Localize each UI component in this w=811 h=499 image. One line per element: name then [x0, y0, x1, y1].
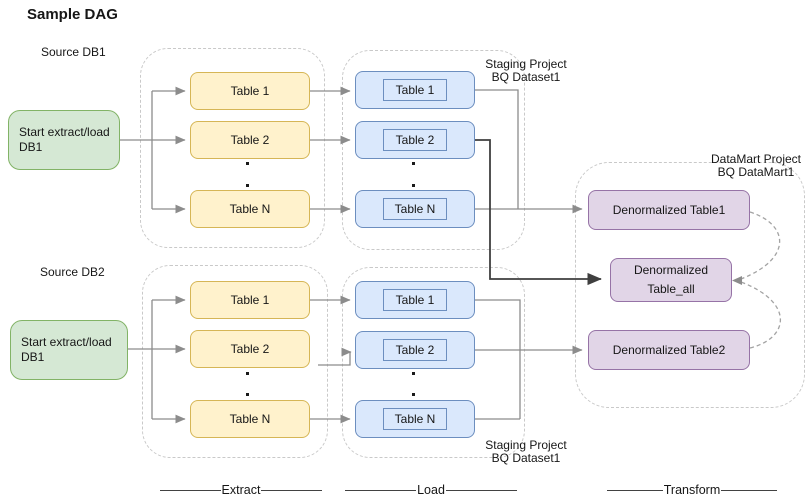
load-db1-container: [342, 50, 525, 250]
load-db2-table2-inner: Table 2: [383, 339, 447, 361]
stage-extract-label: Extract: [221, 483, 261, 497]
datamart-project-label: DataMart Project BQ DataMart1: [698, 153, 811, 179]
staging-top-line1: Staging Project: [485, 57, 567, 71]
datamart-container: [575, 162, 805, 408]
load-db1-table1-node: Table 1: [355, 71, 475, 109]
denormalized-table2-node: Denormalized Table2: [588, 330, 750, 370]
ellipsis-dot: [246, 162, 249, 165]
diagram-title: Sample DAG: [27, 6, 118, 23]
load-db2-table2-node: Table 2: [355, 331, 475, 369]
extract-db1-table1-node: Table 1: [190, 72, 310, 110]
extract-db1-table2-node: Table 2: [190, 121, 310, 159]
stage-line: [345, 489, 417, 491]
staging-bottom-line1: Staging Project: [485, 438, 567, 452]
stage-load-label: Load: [417, 483, 445, 497]
source-db2-label: Source DB2: [40, 265, 105, 279]
ellipsis-dot: [246, 372, 249, 375]
source-db1-label: Source DB1: [41, 45, 106, 59]
load-db2-container: [342, 267, 525, 458]
start-db2-line1: Start extract/load: [21, 335, 112, 349]
ellipsis-dot: [412, 372, 415, 375]
extract-db2-table1-node: Table 1: [190, 281, 310, 319]
table-all-line1: Denormalized: [633, 263, 709, 277]
denormalized-table-all-node: Denormalized Table_all: [610, 258, 732, 302]
load-db1-table2-node: Table 2: [355, 121, 475, 159]
staging-project-label-top: Staging Project BQ Dataset1: [470, 58, 582, 84]
load-db1-table2-inner: Table 2: [383, 129, 447, 151]
load-db1-tableN-node: Table N: [355, 190, 475, 228]
ellipsis-dot: [412, 184, 415, 187]
staging-project-label-bottom: Staging Project BQ Dataset1: [470, 439, 582, 465]
staging-top-line2: BQ Dataset1: [491, 70, 561, 84]
load-db2-tableN-node: Table N: [355, 400, 475, 438]
stage-extract: Extract: [160, 483, 322, 497]
ellipsis-dot: [246, 393, 249, 396]
load-db2-table1-inner: Table 1: [383, 289, 447, 311]
datamart-line2: BQ DataMart1: [717, 165, 795, 179]
load-db1-table1-inner: Table 1: [383, 79, 447, 101]
stage-transform: Transform: [607, 483, 777, 497]
start-db1-line2: DB1: [19, 140, 43, 154]
stage-line: [721, 489, 777, 491]
load-db2-tableN-inner: Table N: [383, 408, 447, 430]
stage-line: [607, 489, 663, 491]
extract-db1-container: [140, 48, 325, 248]
start-db2-line2: DB1: [21, 350, 45, 364]
extract-db1-tableN-node: Table N: [190, 190, 310, 228]
stage-line: [445, 489, 517, 491]
extract-db2-table2-node: Table 2: [190, 330, 310, 368]
staging-bottom-line2: BQ Dataset1: [491, 451, 561, 465]
extract-db2-container: [142, 265, 328, 458]
extract-db2-tableN-node: Table N: [190, 400, 310, 438]
stage-line: [261, 489, 322, 491]
load-db2-table1-node: Table 1: [355, 281, 475, 319]
start-db1-line1: Start extract/load: [19, 125, 110, 139]
ellipsis-dot: [412, 393, 415, 396]
ellipsis-dot: [412, 162, 415, 165]
start-extract-load-db1-node: Start extract/load DB1: [8, 110, 120, 170]
table-all-line2: Table_all: [647, 282, 695, 296]
stage-transform-label: Transform: [663, 483, 721, 497]
stage-line: [160, 489, 221, 491]
datamart-line1: DataMart Project: [710, 152, 802, 166]
load-db1-tableN-inner: Table N: [383, 198, 447, 220]
denormalized-table1-node: Denormalized Table1: [588, 190, 750, 230]
ellipsis-dot: [246, 184, 249, 187]
start-extract-load-db2-node: Start extract/load DB1: [10, 320, 128, 380]
stage-load: Load: [345, 483, 517, 497]
